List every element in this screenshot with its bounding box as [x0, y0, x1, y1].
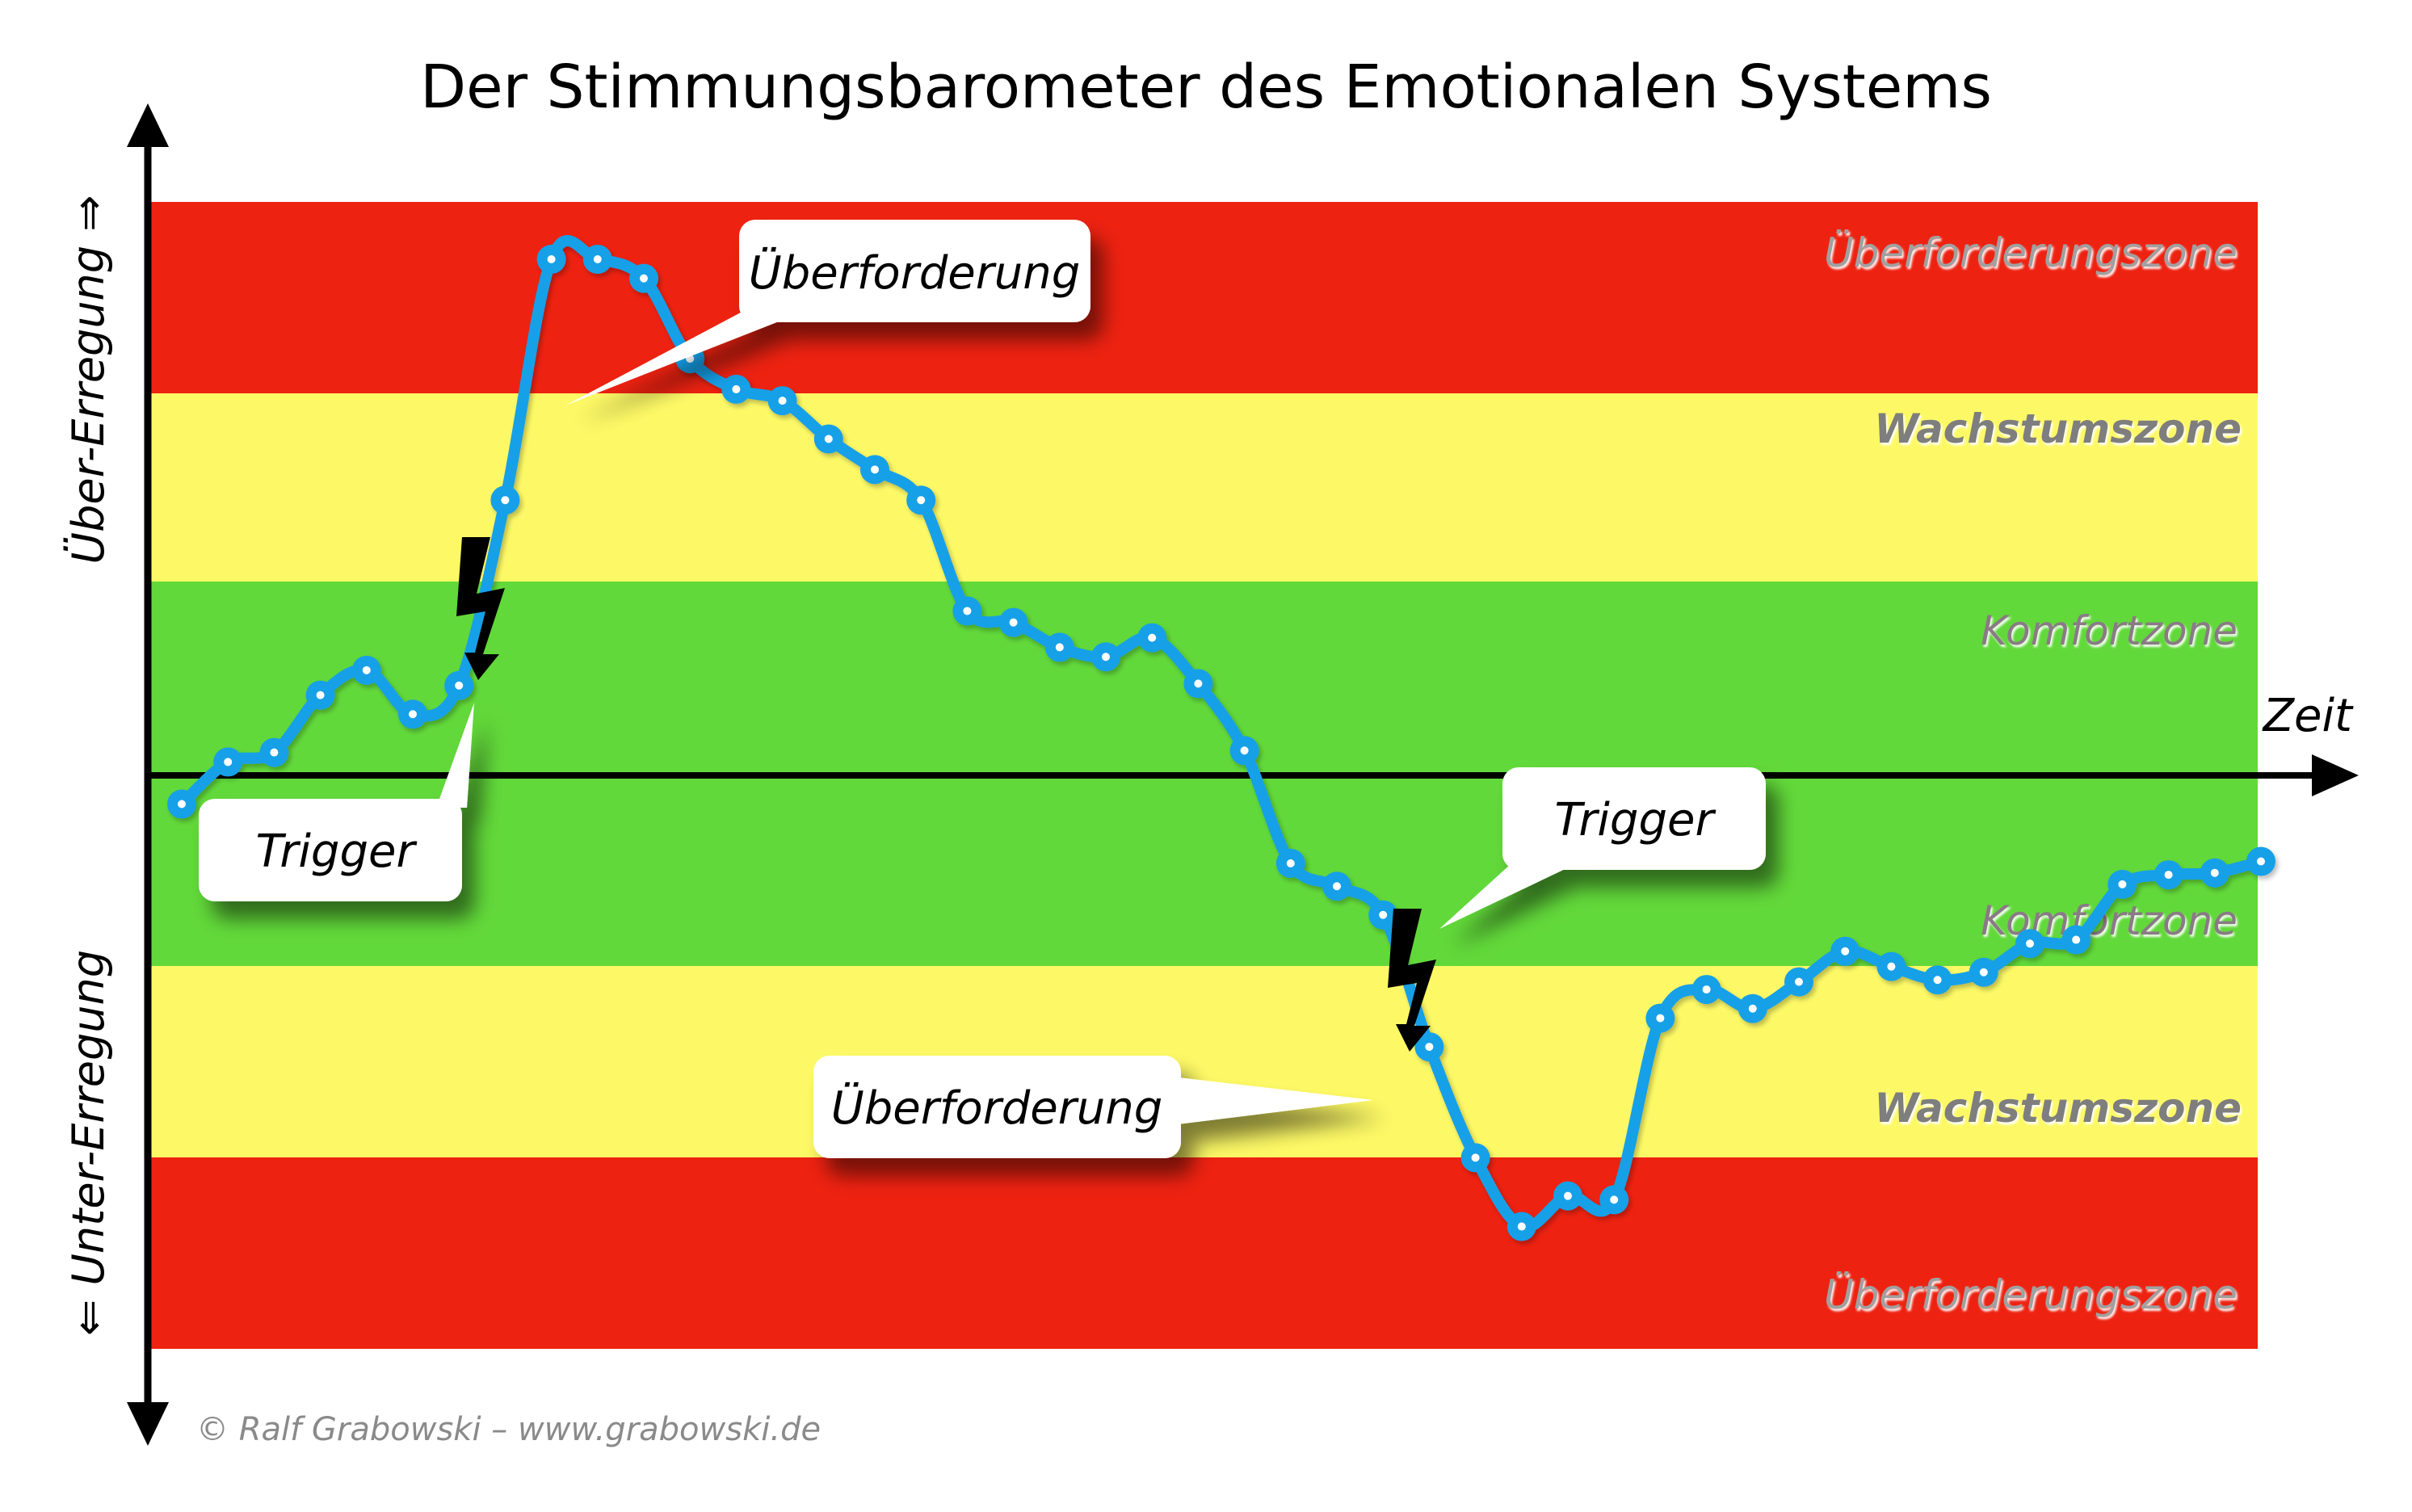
y-axis-arrow-up	[127, 103, 169, 147]
callout-label: Trigger	[1554, 794, 1716, 846]
data-point-center	[1333, 882, 1341, 891]
data-point-center	[2210, 868, 2219, 877]
data-point-center	[963, 607, 972, 615]
data-point-center	[224, 758, 233, 766]
data-point-center	[1795, 977, 1803, 986]
lightning-bolt-shape	[456, 537, 505, 680]
data-point-center	[178, 800, 186, 808]
callout-box	[813, 1056, 1181, 1158]
zone-label-growth-top: Wachstumszone	[1874, 405, 2242, 452]
zone-band-growth-bottom	[149, 966, 2258, 1157]
data-point-center	[1656, 1014, 1665, 1023]
data-point-center	[593, 255, 602, 263]
data-point-center	[1610, 1195, 1619, 1204]
callout-pointer	[565, 307, 816, 405]
zone-bands	[149, 202, 2258, 1349]
data-point-center	[1194, 679, 1203, 688]
data-point-center	[732, 384, 741, 393]
callout-label: Trigger	[255, 825, 417, 878]
data-point-center	[778, 397, 787, 405]
data-point-center	[2164, 871, 2173, 880]
callout-box	[1502, 767, 1766, 870]
zone-band-overload-bottom	[149, 1157, 2258, 1349]
zone-label-growth-bottom: Wachstumszone	[1874, 1085, 2242, 1132]
data-point-center	[1102, 653, 1110, 662]
y-axis-label-upper: Über-Erregung ⇒	[63, 195, 114, 565]
data-point-center	[1702, 985, 1711, 994]
data-point-center	[1564, 1191, 1572, 1200]
data-point-center	[316, 691, 325, 699]
callout-pointer	[1171, 1077, 1373, 1125]
data-point-center	[871, 465, 879, 474]
mood-series	[167, 235, 2275, 1241]
data-point-center	[1471, 1153, 1480, 1162]
data-point-center	[1933, 976, 1942, 985]
x-axis-label: Zeit	[2262, 690, 2354, 742]
data-point-center	[1148, 633, 1157, 642]
zone-labels: Überforderungszone Wachstumszone Komfort…	[1824, 229, 2242, 1318]
callout-overload-bottom: Überforderung	[813, 1056, 1373, 1158]
zone-label-comfort-top: Komfortzone	[1981, 607, 2238, 654]
data-point-center	[1055, 643, 1064, 652]
lightning-bolt-icon	[456, 537, 505, 680]
data-point-center	[824, 435, 833, 443]
data-point-center	[1517, 1222, 1526, 1231]
data-point-center	[2026, 939, 2034, 948]
data-point-center	[1841, 947, 1850, 956]
callout-pointer	[1439, 864, 1575, 929]
data-point-center	[2257, 857, 2265, 866]
zone-band-comfort-bottom	[149, 775, 2258, 966]
data-point-center	[2118, 880, 2127, 888]
data-point-center	[1286, 859, 1295, 867]
data-point-center	[1979, 968, 1988, 976]
data-point-center	[362, 666, 371, 674]
zone-label-overload-bottom: Überforderungszone	[1824, 1271, 2238, 1318]
data-point-center	[917, 496, 926, 505]
data-point-center	[1009, 618, 1018, 627]
data-point-center	[547, 255, 556, 263]
callout-pointer	[436, 703, 474, 808]
x-axis-arrow	[2312, 754, 2359, 796]
lightning-bolt-icon	[1388, 909, 1436, 1052]
callout-trigger-left: Trigger	[199, 703, 474, 901]
data-point-center	[1240, 746, 1249, 755]
callout-label: Überforderung	[831, 1082, 1163, 1135]
data-point-center	[270, 748, 279, 757]
y-axis-arrow-down	[127, 1402, 169, 1446]
callout-box	[739, 220, 1090, 322]
callout-label: Überforderung	[749, 247, 1081, 300]
data-point-center	[1748, 1004, 1757, 1013]
data-point-center	[1887, 962, 1896, 971]
lightning-bolt-shape	[1388, 909, 1436, 1052]
copyright-footer: © Ralf Grabowski – www.grabowski.de	[196, 1411, 821, 1448]
callout-overload-top: Überforderung	[565, 220, 1090, 405]
data-point-center	[1425, 1043, 1434, 1052]
mood-series-line	[176, 235, 2267, 1233]
data-point-center	[409, 710, 417, 719]
callout-trigger-right: Trigger	[1439, 767, 1766, 929]
data-point-center	[1379, 910, 1388, 919]
axes	[127, 103, 2359, 1446]
callout-box	[199, 799, 462, 901]
zone-band-overload-top	[149, 202, 2258, 393]
data-point-center	[640, 274, 648, 283]
diagram-title: Der Stimmungsbarometer des Emotionalen S…	[420, 52, 1992, 122]
data-point-center	[455, 681, 464, 690]
data-point-center	[501, 496, 510, 505]
zone-label-overload-top: Überforderungszone	[1824, 229, 2238, 276]
mood-series-points	[167, 245, 2275, 1241]
y-axis-label-lower: ⇐ Unter-Erregung	[63, 950, 114, 1336]
data-point-center	[2072, 935, 2081, 944]
